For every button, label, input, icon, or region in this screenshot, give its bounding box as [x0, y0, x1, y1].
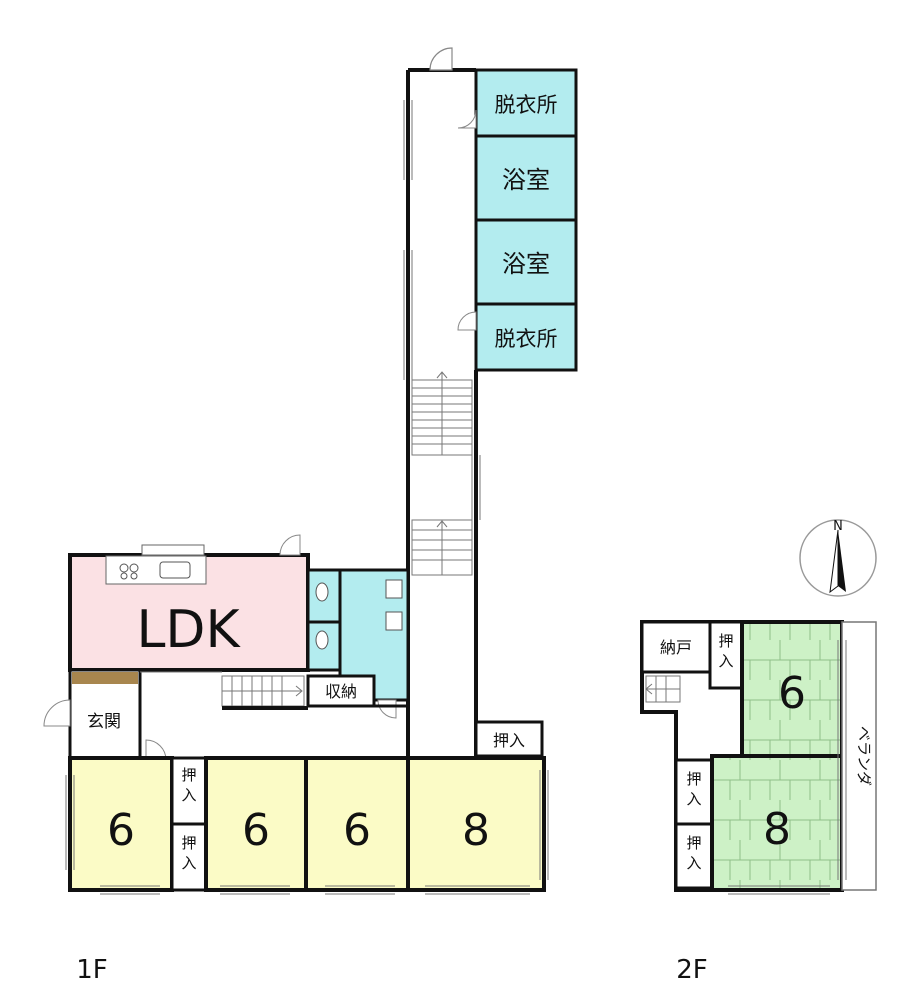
- room-yokushitsu-bottom: [474, 218, 578, 306]
- floor-label-2f: 2F: [676, 955, 708, 985]
- label-room4: 8: [462, 805, 490, 856]
- room-datsuijo-bottom: [474, 302, 578, 372]
- japanese-rooms-1f: 6 6 6 8 押 入 押 入: [65, 756, 549, 895]
- range-hood: [141, 544, 205, 556]
- floor-2f: 納戸 押 入 6 押 入 押 入 8 ベランダ 押入 押入: [640, 620, 877, 985]
- hall-stairs: [221, 675, 305, 707]
- label-oshiire-2f-top-1: 押: [718, 632, 733, 650]
- door-icon: [457, 109, 477, 129]
- compass-north-label: N: [833, 519, 843, 534]
- label-datsuijo-top: 脱衣所: [495, 93, 558, 117]
- label-datsuijo-bottom: 脱衣所: [495, 327, 558, 351]
- room-genkan: 玄関: [43, 668, 167, 762]
- room-washitsu-3: [304, 756, 410, 892]
- stairs-lower: [411, 519, 473, 576]
- label-yokushitsu-bottom: 浴室: [502, 250, 550, 278]
- label-room2: 6: [242, 805, 270, 856]
- label-oshiire-b-2: 入: [181, 854, 196, 872]
- wall-segment: [222, 706, 308, 710]
- door-icon: [279, 534, 301, 556]
- room-oshiire-2f-bot: [674, 822, 714, 890]
- toilet-area: [306, 568, 410, 719]
- label-ldk: LDK: [136, 600, 241, 660]
- room-washitsu-2f-6: [740, 620, 844, 758]
- room-ldk: LDK: [68, 534, 310, 672]
- room-washitsu-4: [406, 756, 546, 892]
- room-datsuijo-top: [474, 68, 578, 138]
- label-oshiire-a-2: 入: [181, 786, 196, 804]
- room-yokushitsu-top: [474, 134, 578, 222]
- label-room6: 6: [778, 668, 806, 719]
- room-oshiire-b: [170, 822, 208, 892]
- label-oshiire-a-1: 押: [181, 766, 196, 784]
- label-nando: 納戸: [660, 638, 692, 657]
- veranda: [841, 621, 877, 891]
- room-shuno: [306, 674, 376, 708]
- label-genkan: 玄関: [87, 712, 121, 732]
- basin-icon: [385, 611, 403, 631]
- label-room1: 6: [107, 805, 135, 856]
- label-oshiire-b-1: 押: [181, 834, 196, 852]
- door-icon: [457, 311, 477, 331]
- toilet-icon: [315, 630, 329, 650]
- basin-icon: [385, 579, 403, 599]
- label-room8: 8: [763, 804, 791, 855]
- bath-block: 脱衣所 浴室 浴室 脱衣所: [457, 68, 578, 372]
- label-oshiire-2f-bot-1: 押: [686, 834, 701, 852]
- compass-icon: N: [799, 519, 877, 597]
- toilet-icon: [315, 582, 329, 602]
- door-icon: [377, 699, 397, 719]
- label-oshiire-2f-top-2: 入: [718, 652, 733, 670]
- sink-icon: [159, 561, 191, 579]
- floor-1f: 脱衣所 浴室 浴室 脱衣所 LDK: [43, 47, 578, 985]
- room-nando: [640, 620, 712, 674]
- stairs-upper: [411, 371, 473, 456]
- label-yokushitsu-top: 浴室: [502, 166, 550, 194]
- label-veranda: ベランダ: [855, 726, 873, 786]
- label-oshiire-2f-mid-2: 入: [686, 790, 701, 808]
- label-oshiire-2f-bot-2: 入: [686, 854, 701, 872]
- label-shuno: 収納: [325, 682, 357, 701]
- label-oshiire-2f-mid-1: 押: [686, 770, 701, 788]
- door-icon: [429, 47, 453, 71]
- label-oshiire-hall: 押入: [493, 731, 525, 750]
- floor-label-1f: 1F: [76, 955, 108, 985]
- door-icon: [43, 699, 71, 727]
- label-room3: 6: [343, 805, 371, 856]
